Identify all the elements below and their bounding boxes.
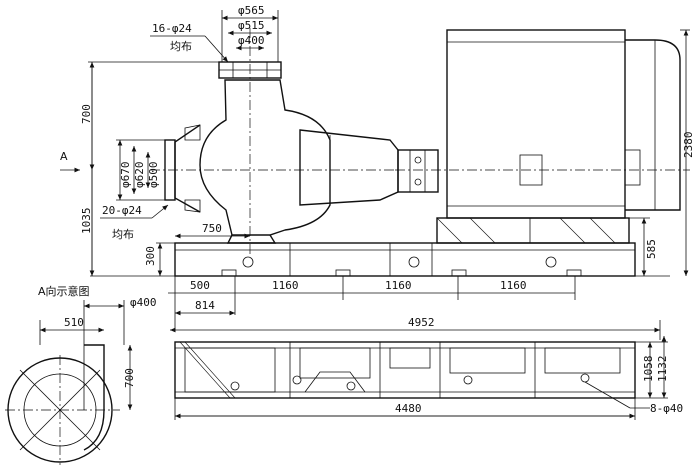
dim-h-outlet: 700 (80, 104, 93, 124)
plan-base-frame (174, 341, 636, 399)
a-direction-view: A向示意图 φ400 510 700 (5, 284, 157, 465)
label-anchor-holes: 8-φ40 (650, 402, 683, 415)
view-title: A向示意图 (38, 284, 90, 298)
label-bolt-outlet-note: 均布 (170, 40, 192, 53)
dim-span-a: 500 (190, 279, 210, 292)
dim-view-w: 510 (64, 316, 84, 329)
pump-volute (199, 79, 331, 236)
dim-total-length: 4952 (408, 316, 435, 329)
dim-outlet-d2: φ515 (238, 19, 265, 32)
elevation-view (90, 28, 690, 277)
base-frame (174, 242, 636, 277)
dim-span-b3: 1160 (500, 279, 527, 292)
anchor-bolt-3 (545, 256, 557, 268)
motor-fan-cowl (625, 39, 681, 211)
dim-span-b2: 1160 (385, 279, 412, 292)
label-bolt-inlet: 20-φ24 (102, 204, 142, 217)
dim-view-h: 700 (123, 368, 136, 388)
dim-h-base: 300 (144, 246, 157, 266)
plan-view: 4480 1058 1132 8-φ40 (174, 336, 683, 420)
dim-total-height: 2380 (682, 132, 695, 159)
anchor-bolt-1 (242, 256, 254, 268)
dim-inlet-d3: φ500 (147, 162, 160, 189)
dim-base-h2: 1132 (656, 356, 669, 383)
dim-inlet-len: 750 (202, 222, 222, 235)
label-view-arrow: A (60, 150, 68, 163)
dim-view-d: φ400 (130, 296, 157, 309)
elevation-dimensions: φ565 φ515 φ400 16-φ24 均布 700 1035 300 A … (60, 4, 695, 340)
dim-offset: 814 (195, 299, 215, 312)
dim-span-b1: 1160 (272, 279, 299, 292)
dim-outlet-d3: φ400 (238, 34, 265, 47)
label-bolt-inlet-note: 均布 (112, 228, 134, 241)
dim-base-length: 4480 (395, 402, 422, 415)
motor-body (446, 29, 626, 219)
dim-base-h1: 1058 (642, 356, 655, 383)
dim-h-center: 1035 (80, 208, 93, 235)
motor-pedestal (436, 217, 630, 244)
dim-inlet-d2: φ620 (133, 162, 146, 189)
dim-inlet-d1: φ670 (119, 162, 132, 189)
dim-outlet-d1: φ565 (238, 4, 265, 17)
anchor-bolt-2 (408, 256, 420, 268)
bearing-housing (299, 129, 399, 206)
coupling (397, 149, 439, 193)
label-bolt-outlet: 16-φ24 (152, 22, 192, 35)
dim-motor-base-h: 585 (645, 239, 658, 259)
